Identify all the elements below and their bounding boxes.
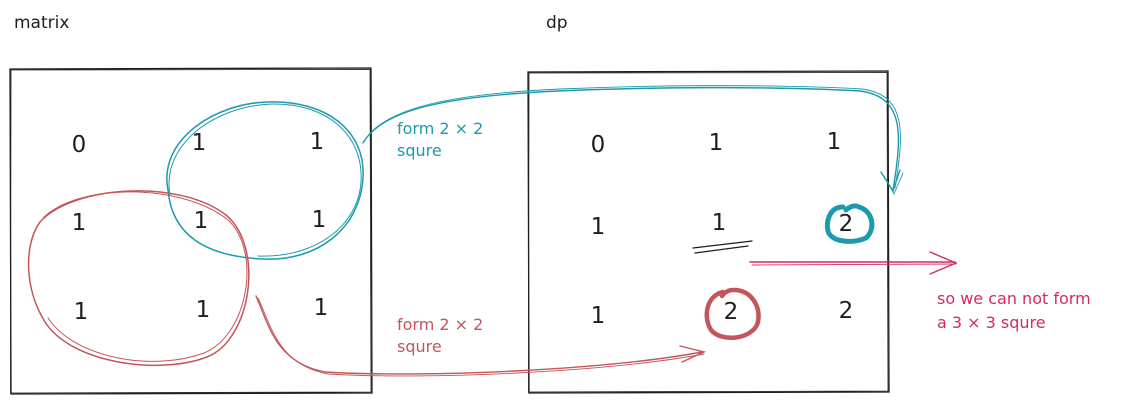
conclusion-line2: a 3 × 3 squre: [937, 313, 1046, 332]
red-note-line1: form 2 × 2: [397, 315, 484, 334]
conclusion-note: so we can not form a 3 × 3 squre: [937, 287, 1091, 335]
teal-note-line1: form 2 × 2: [397, 119, 484, 138]
matrix-label: matrix: [14, 13, 70, 33]
matrix-cell-1-0: 1: [71, 210, 87, 236]
matrix-cell-2-2: 1: [313, 295, 329, 321]
matrix-cell-0-0: 0: [71, 132, 87, 158]
red-circle: [704, 287, 761, 340]
dp-box: [527, 70, 890, 394]
dp-cell-0-2: 1: [826, 129, 842, 155]
teal-ellipse: [166, 101, 364, 260]
red-note-line2: squre: [397, 337, 442, 356]
teal-arrow: [362, 85, 904, 196]
dp-cell-1-0: 1: [590, 214, 606, 240]
dp-cell-0-1: 1: [708, 130, 724, 156]
teal-note-line2: squre: [397, 141, 442, 160]
dp-cell-2-0: 1: [590, 303, 606, 329]
matrix-cell-1-1: 1: [193, 208, 209, 234]
matrix-cell-0-2: 1: [309, 129, 325, 155]
crimson-arrow: [749, 251, 958, 275]
dp-cell-0-0: 0: [590, 132, 606, 158]
dp-cell-1-2: 2: [838, 211, 854, 237]
dp-cell-1-1: 1: [711, 210, 727, 236]
dp-label: dp: [546, 13, 568, 33]
teal-note: form 2 × 2 squre: [397, 118, 483, 162]
matrix-box: [9, 67, 373, 395]
red-arrow: [255, 295, 707, 377]
matrix-cell-0-1: 1: [191, 130, 207, 156]
conclusion-line1: so we can not form: [937, 289, 1091, 308]
dp-cell-2-2: 2: [838, 298, 854, 324]
red-ellipse: [27, 190, 250, 367]
matrix-cell-2-1: 1: [195, 297, 211, 323]
red-note: form 2 × 2 squre: [397, 314, 483, 358]
dp-cell-2-1: 2: [723, 299, 739, 325]
matrix-cell-2-0: 1: [73, 299, 89, 325]
dp-cell-underline: [692, 240, 753, 254]
teal-circle: [824, 203, 875, 244]
matrix-cell-1-2: 1: [311, 207, 327, 233]
